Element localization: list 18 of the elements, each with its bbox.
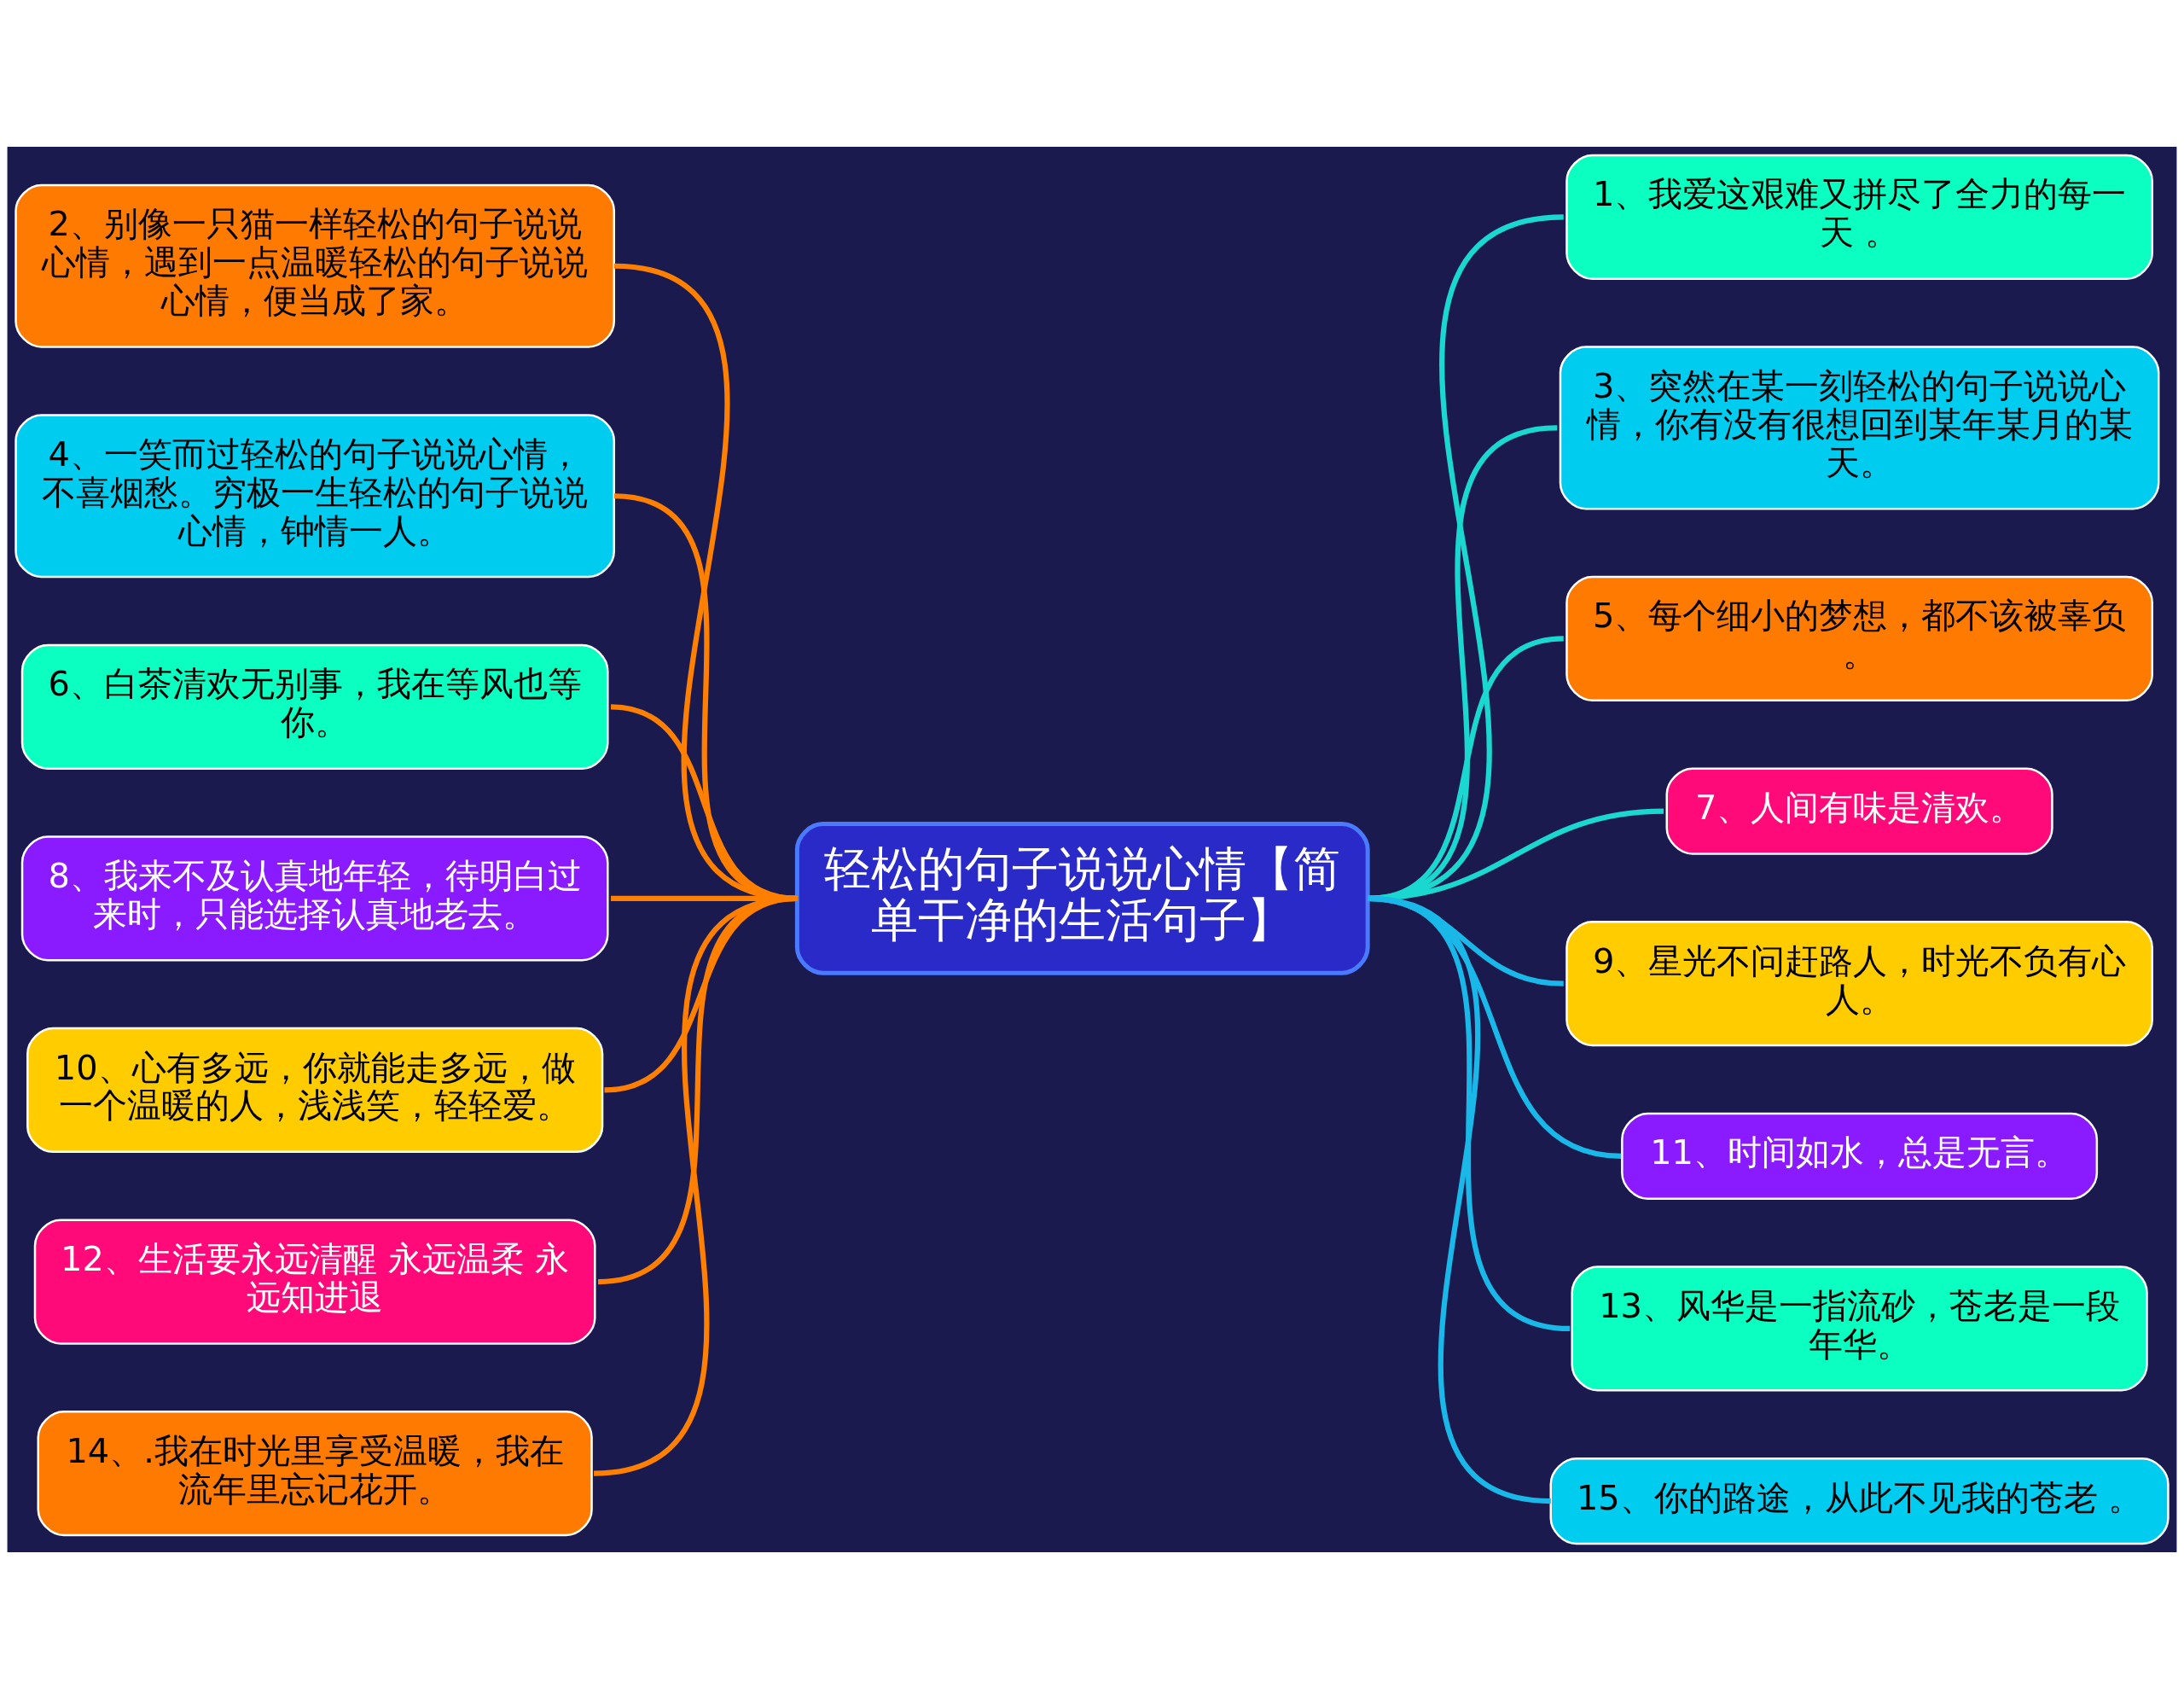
node-box: 3、突然在某一刻轻松的句子说说心情，你有没有很想回到某年某月的某天。 — [1559, 346, 2160, 510]
node-box: 13、风华是一指流砂，苍老是一段年华。 — [1571, 1266, 2148, 1392]
node-box: 5、每个细小的梦想，都不该被辜负。 — [1565, 575, 2153, 702]
node-box: 11、时间如水，总是无言。 — [1621, 1112, 2099, 1200]
node-box: 轻松的句子说说心情【简单干净的生活句子】 — [794, 822, 1370, 975]
node-box: 2、别像一只猫一样轻松的句子说说心情，遇到一点温暖轻松的句子说说心情，便当成了家。 — [15, 183, 615, 348]
node-box: 6、白茶清欢无别事，我在等风也等你。 — [20, 643, 609, 770]
connector — [1367, 895, 1552, 1504]
connector — [593, 895, 798, 1476]
node-box: 12、生活要永远清醒 永远温柔 永远知进退 — [33, 1219, 596, 1345]
node-box: 4、一笑而过轻松的句子说说心情，不喜烟愁。穷极一生轻松的句子说说心情，钟情一人。 — [15, 414, 615, 579]
node-box: 9、星光不问赶路人，时光不负有心人。 — [1565, 921, 2153, 1047]
node-box: 15、你的路途，从此不见我的苍老 。 — [1549, 1457, 2169, 1545]
node-box: 7、人间有味是清欢。 — [1665, 767, 2053, 855]
node-box: 10、心有多远，你就能走多远，做一个温暖的人，浅浅笑，轻轻爱。 — [26, 1027, 604, 1154]
node-box: 1、我爱这艰难又拼尽了全力的每一天 。 — [1565, 154, 2153, 280]
node-box: 14、.我在时光里享受温暖，我在流年里忘记花开。 — [37, 1411, 593, 1537]
node-box: 8、我来不及认真地年轻，待明白过来时，只能选择认真地老去。 — [20, 835, 609, 962]
